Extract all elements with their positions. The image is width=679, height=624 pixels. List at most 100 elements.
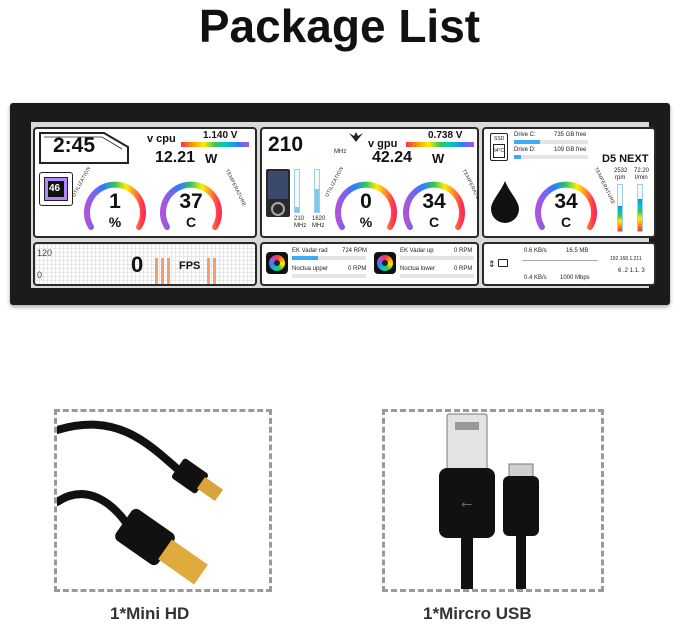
- fps-unit: FPS: [179, 260, 201, 272]
- fan-name: Noctua lower: [400, 266, 436, 272]
- micro-usb-caption: 1*Mircro USB: [423, 604, 532, 623]
- fps-bar: [207, 258, 210, 284]
- fans-panel: EK Vadar rad 724 RPM Noctua upper 0 RPM …: [260, 242, 479, 286]
- cpu-util-unit: %: [108, 214, 122, 230]
- page-title: Package List: [198, 0, 481, 52]
- gpu-util-value: 0: [360, 190, 372, 213]
- fps-bar: [155, 258, 158, 284]
- gpu-mem-clock-bar: [314, 169, 320, 213]
- mini-hd-cable-frame: [54, 409, 272, 592]
- drive-free: 109 GB free: [554, 147, 587, 153]
- pump-rpm-bar: [617, 184, 623, 232]
- fps-bar: [213, 258, 216, 284]
- vgpu-label: v gpu: [368, 138, 398, 150]
- gpu-core-clock-bar: [294, 169, 300, 213]
- fan-icon: [374, 252, 396, 274]
- net-ip-extra: 6 .2 1.1. 3: [618, 268, 645, 274]
- cpu-util-value: 1: [109, 190, 121, 213]
- gpu-power-unit: W: [432, 151, 445, 166]
- drive-free: 735 GB free: [554, 132, 587, 138]
- gpu-panel: 210 MHz v gpu 0.738 V 42.24 W 210 MHz 16…: [260, 127, 479, 238]
- gpu-temperature-gauge: 34 C: [398, 169, 470, 235]
- gpu-mem-clock-unit: MHz: [312, 223, 325, 229]
- cpu-chip-icon: 46: [39, 172, 73, 206]
- vgpu-value: 0.738 V: [428, 130, 463, 141]
- drive-bar: [514, 155, 588, 159]
- pump-flow-value: 72.20: [634, 168, 650, 174]
- gpu-temp-unit: C: [428, 214, 440, 230]
- pump-temperature-gauge: 34 C: [530, 169, 602, 235]
- pump-flow-bar: [637, 184, 643, 232]
- drive-bar: [514, 140, 588, 144]
- fan-name: Noctua upper: [292, 266, 329, 272]
- micro-usb-cable-frame: ⭠: [382, 409, 604, 592]
- fan-bar: [292, 256, 366, 260]
- gpu-utilization-gauge: 0 %: [330, 169, 402, 235]
- fan-icon: [266, 252, 288, 274]
- net-download-rate: 0.4 KB/s: [524, 275, 547, 281]
- network-arrows-icon: ⇕: [488, 259, 496, 269]
- aorus-logo-icon: [349, 132, 363, 142]
- storage-pump-panel: SSD 54°C Drive C: 735 GB free Drive D: 1…: [482, 127, 656, 238]
- micro-usb-cable-icon: ⭠: [439, 413, 539, 589]
- ssd-icon: SSD 54°C: [490, 133, 508, 161]
- gpu-util-unit: %: [359, 214, 373, 230]
- fan-bar: [400, 274, 474, 278]
- clock-time: 2:45: [53, 134, 96, 157]
- cpu-power: 12.21: [155, 149, 196, 166]
- gpu-core-clock-unit: MHz: [294, 223, 307, 229]
- fan-rpm: 724 RPM: [342, 248, 368, 254]
- pump-rpm-value: 2532: [614, 168, 628, 174]
- fps-min: 0: [37, 270, 43, 280]
- monitor-screen: 2:45 v cpu 1.140 V 12.21 W 46 1 % UTIL: [31, 122, 656, 288]
- pump-temp-unit: C: [560, 214, 572, 230]
- svg-text:⭠: ⭠: [461, 496, 472, 512]
- cpu-chip-value: 46: [49, 183, 61, 194]
- pump-flow-unit: l/min: [635, 175, 648, 181]
- cpu-temp-value: 37: [179, 190, 203, 213]
- mini-hd-caption: 1*Mini HD: [110, 604, 190, 623]
- pump-title: D5 NEXT: [602, 153, 649, 165]
- vcpu-bar: [181, 142, 249, 147]
- gpu-freq-unit: MHz: [334, 149, 347, 155]
- gpu-core-clock-value: 210: [294, 216, 305, 222]
- water-drop-icon: [491, 181, 519, 223]
- ethernet-port-icon: [498, 259, 508, 267]
- monitor-bezel: 2:45 v cpu 1.140 V 12.21 W 46 1 % UTIL: [10, 103, 670, 305]
- fan-name: EK Vadar up: [400, 248, 434, 254]
- net-ip-main: 192.168.1.211: [610, 256, 642, 262]
- pump-temp-value: 34: [554, 190, 578, 213]
- cpu-temperature-gauge: 37 C: [155, 169, 227, 235]
- drive-name: Drive D:: [514, 147, 536, 153]
- fan-rpm: 0 RPM: [348, 266, 367, 272]
- mini-hd-cable-icon: [57, 420, 224, 585]
- fps-value: 0: [131, 252, 144, 277]
- vcpu-label: v cpu: [147, 133, 176, 145]
- net-upload-total: 16.5 MB: [566, 248, 589, 254]
- gpu-temp-value: 34: [422, 190, 446, 213]
- fan-rpm: 0 RPM: [454, 266, 473, 272]
- clock-frame: [39, 132, 129, 164]
- cpu-utilization-gauge: 1 %: [79, 169, 151, 235]
- cpu-panel: 2:45 v cpu 1.140 V 12.21 W 46 1 % UTIL: [33, 127, 257, 238]
- fps-panel: 120 0 0 FPS: [33, 242, 257, 286]
- pump-rpm-unit: rpm: [615, 175, 626, 181]
- cpu-temperature-label: TEMPERATURE: [223, 168, 247, 208]
- fan-bar: [400, 256, 474, 260]
- gpu-card-icon: [266, 169, 290, 217]
- net-link-speed: 1000 Mbps: [560, 275, 590, 281]
- vgpu-bar: [406, 142, 474, 147]
- network-panel: ⇕ 0.6 KB/s 16.5 MB 0.4 KB/s 1000 Mbps 19…: [482, 242, 656, 286]
- net-upload-rate: 0.6 KB/s: [524, 248, 547, 254]
- drive-name: Drive C:: [514, 132, 536, 138]
- ssd-temp: 54°C: [493, 148, 505, 154]
- net-divider: [522, 260, 598, 261]
- gpu-mem-clock-value: 1620: [312, 216, 326, 222]
- cpu-power-unit: W: [205, 151, 218, 166]
- gpu-power: 42.24: [372, 149, 413, 166]
- ssd-label: SSD: [494, 136, 505, 142]
- cpu-temp-unit: C: [185, 214, 197, 230]
- fan-bar: [292, 274, 366, 278]
- vcpu-value: 1.140 V: [203, 130, 238, 141]
- fan-name: EK Vadar rad: [292, 248, 328, 254]
